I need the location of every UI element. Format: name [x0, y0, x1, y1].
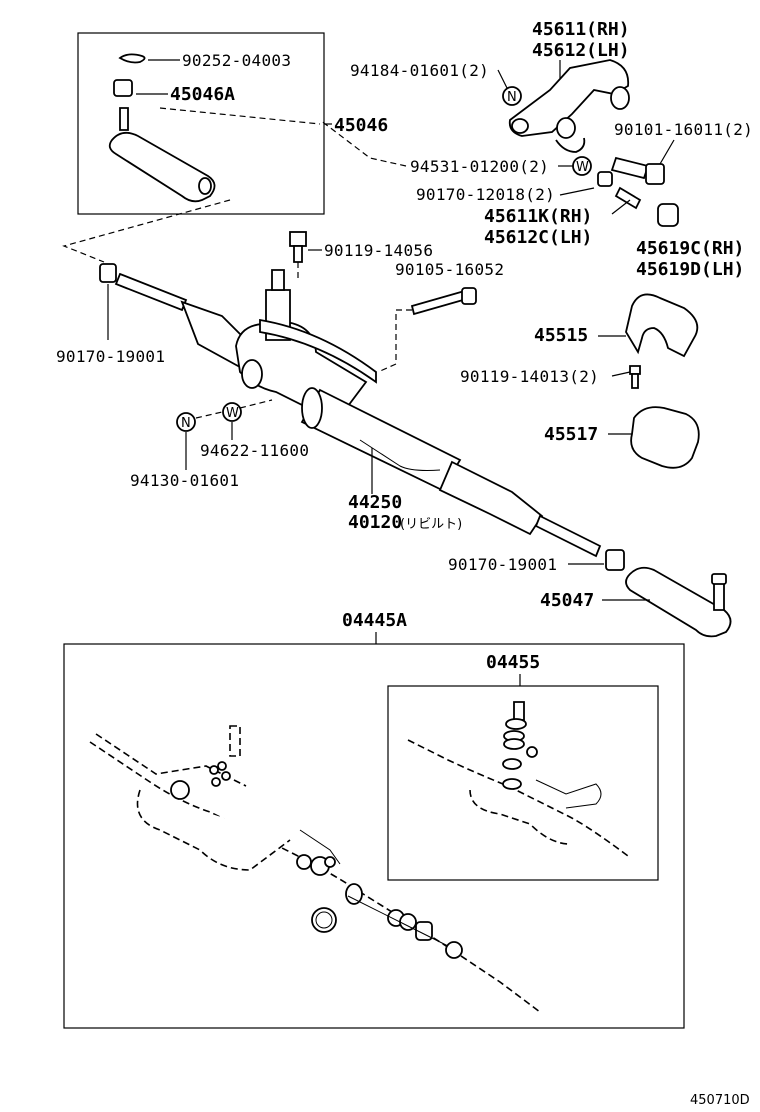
label-44250: 44250	[348, 492, 402, 513]
label-45515: 45515	[534, 325, 588, 346]
label-45046A: 45046A	[170, 84, 235, 105]
label-90119-14056: 90119-14056	[324, 241, 433, 260]
label-45619D: 45619D(LH)	[636, 259, 744, 280]
bracket-assembly: 45611(RH) 45612(LH) 94184-01601(2) N 901…	[319, 19, 753, 280]
bolt-90101-icon	[610, 156, 650, 180]
label-90101: 90101-16011(2)	[614, 120, 753, 139]
label-45611: 45611(RH)	[532, 19, 630, 40]
bolt-90119-14056-icon	[289, 231, 307, 247]
label-45517: 45517	[544, 424, 598, 445]
steering-rack: 90119-14056 90105-16052 90170-19001 9462…	[56, 231, 732, 638]
figure-id: 450710D	[690, 1093, 750, 1108]
castle-nut-icon	[113, 79, 133, 97]
label-90119-14013: 90119-14013(2)	[460, 367, 599, 386]
cotter-pin-icon	[118, 53, 146, 64]
seal-ring-kit-1	[170, 780, 190, 800]
marker-w-top: W	[576, 160, 589, 175]
tie-rod-end-icon	[108, 131, 216, 203]
marker-w-main: W	[226, 406, 239, 421]
locknut-right-icon	[605, 549, 625, 571]
bushing-45619-icon	[657, 203, 679, 227]
label-94130: 94130-01601	[130, 471, 239, 490]
locknut-left-icon	[99, 263, 117, 283]
label-94184: 94184-01601(2)	[350, 61, 489, 80]
kit-04455-box	[387, 685, 659, 881]
tie-rod-left-icon	[114, 272, 188, 312]
label-45047: 45047	[540, 590, 594, 611]
pipe-icon	[259, 318, 377, 384]
label-90170-19001-right: 90170-19001	[448, 555, 557, 574]
bolt-90119-14013-icon	[629, 365, 641, 375]
marker-n-main: N	[181, 416, 191, 431]
ball-stud-icon	[119, 107, 129, 131]
label-45046: 45046	[334, 115, 388, 136]
label-94531: 94531-01200(2)	[410, 157, 549, 176]
label-90170-19001-left: 90170-19001	[56, 347, 165, 366]
gasket-kit-box: 04445A 04455	[63, 610, 685, 1029]
label-45611K: 45611K(RH)	[484, 206, 592, 227]
kit-04445A-box	[63, 643, 685, 1029]
tie-rod-end-right-icon	[625, 566, 732, 638]
boot-right-icon	[438, 460, 544, 536]
label-90170-12018: 90170-12018(2)	[416, 185, 555, 204]
washer-w-marker	[222, 402, 242, 422]
bolt-45611K-icon	[614, 186, 642, 210]
label-04445A: 04445A	[342, 610, 407, 631]
label-94622: 94622-11600	[200, 441, 309, 460]
label-45619C: 45619C(RH)	[636, 238, 744, 259]
nut-90170-icon	[597, 171, 613, 187]
rack-tube-icon	[300, 388, 462, 492]
stabilizer-parts: 45515 90119-14013(2) 45517	[460, 293, 700, 469]
label-90105: 90105-16052	[395, 260, 504, 279]
tie-rod-right-icon	[534, 514, 602, 558]
label-45612C: 45612C(LH)	[484, 227, 592, 248]
nut-n-marker-main	[176, 412, 196, 432]
label-40120-note: (リビルト)	[400, 517, 462, 532]
bracket-45515-icon	[625, 293, 699, 358]
label-04455: 04455	[486, 652, 540, 673]
nut-n-marker	[502, 86, 522, 106]
tie-rod-end-inset: 90252-04003 45046A 45046	[62, 32, 388, 263]
marker-n-top: N	[507, 90, 517, 105]
label-45612: 45612(LH)	[532, 40, 630, 61]
washer-w-marker-top	[572, 156, 592, 176]
label-40120: 40120	[348, 512, 402, 533]
bushing-45517-icon	[630, 406, 700, 469]
rack-outline-inner	[407, 739, 629, 857]
label-90252: 90252-04003	[182, 51, 291, 70]
